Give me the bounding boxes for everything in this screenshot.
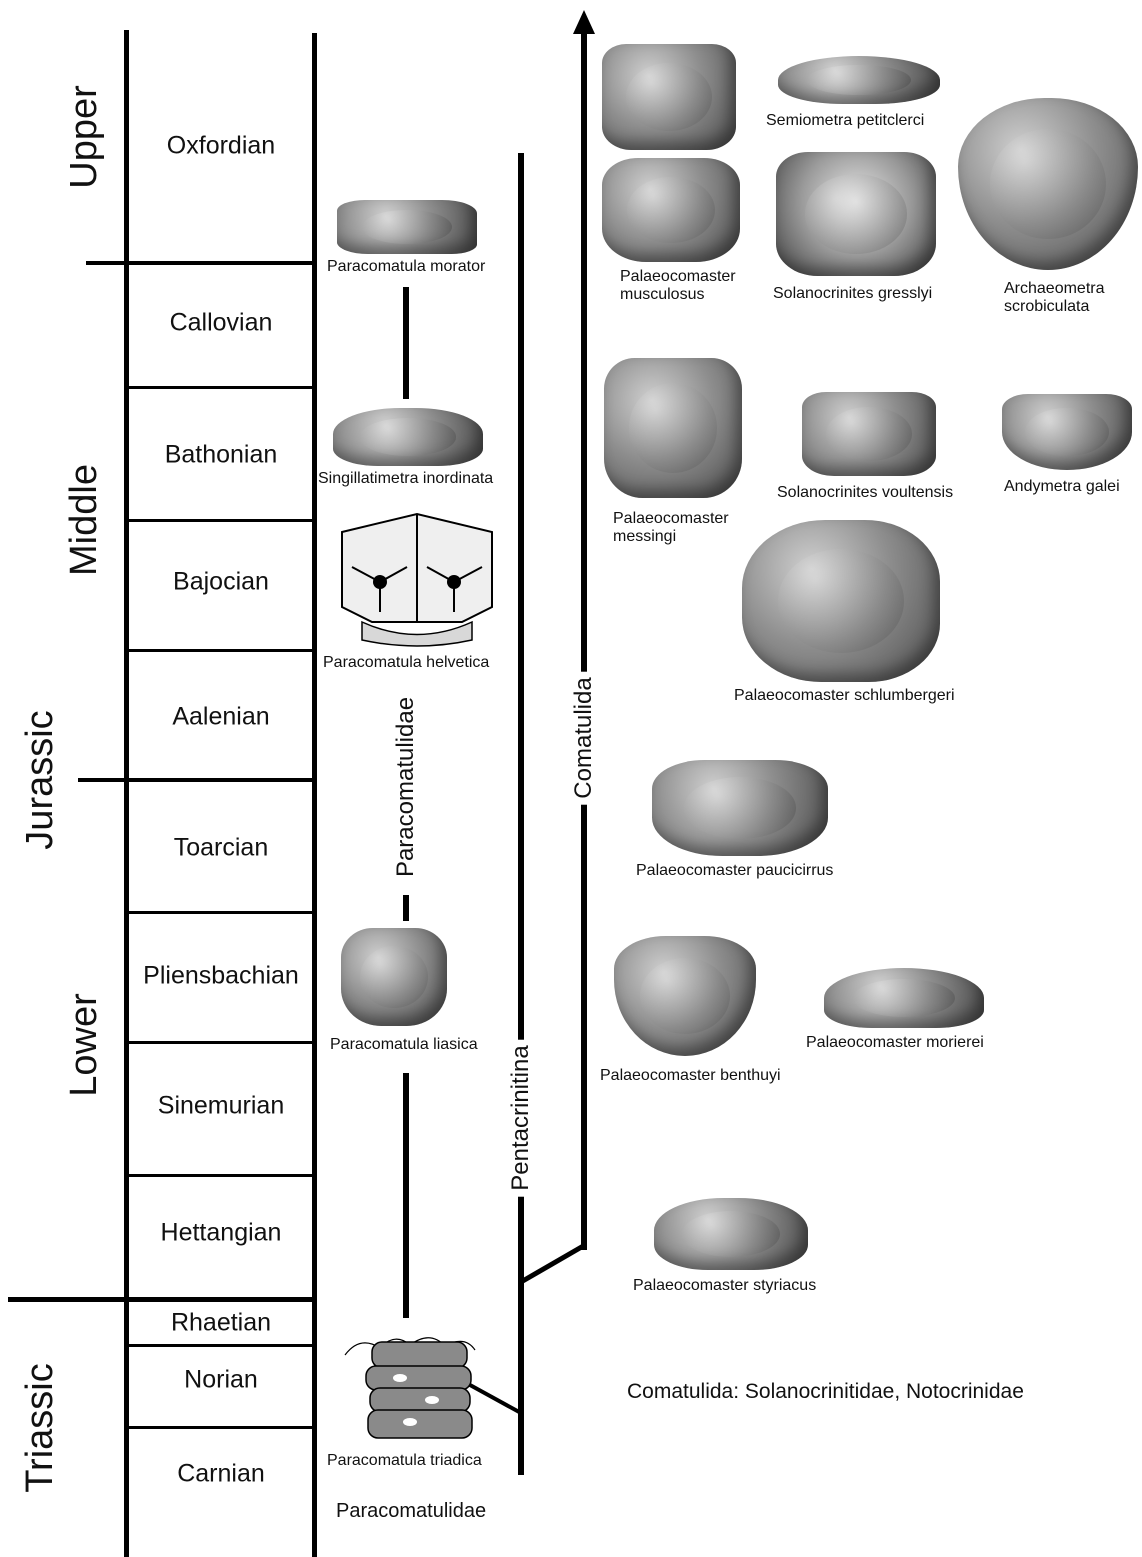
- boundary-upper-middle: [86, 261, 317, 265]
- footnote-comatulida-families: Comatulida: Solanocrinitidae, Notocrinid…: [627, 1380, 1024, 1404]
- range-bar-paracomatulidae-segment: [403, 895, 409, 921]
- stage-bathonian: Bathonian: [128, 443, 314, 468]
- fossil-solanocrinites-voultensis: [802, 392, 936, 476]
- boundary-rhaetian-norian: [126, 1344, 316, 1347]
- stage-hettangian: Hettangian: [128, 1221, 314, 1246]
- caption-andymetra-galei: Andymetra galei: [1004, 478, 1120, 496]
- clade-label-pentacrinitina: Pentacrinitina: [509, 1039, 533, 1196]
- stage-carnian: Carnian: [128, 1462, 314, 1487]
- stage-callovian: Callovian: [128, 311, 314, 336]
- boundary-bathonian-bajocian: [126, 519, 316, 522]
- stage-pliensbachian: Pliensbachian: [128, 964, 314, 989]
- period-label-jurassic: Jurassic: [21, 710, 59, 849]
- caption-palaeocomaster-schlumbergeri: Palaeocomaster schlumbergeri: [734, 687, 955, 705]
- boundary-middle-lower: [78, 778, 317, 782]
- caption-palaeocomaster-morierei: Palaeocomaster morierei: [806, 1034, 984, 1052]
- boundary-norian-carnian: [126, 1426, 316, 1429]
- fossil-palaeocomaster-messingi: [604, 358, 742, 498]
- stage-rhaetian: Rhaetian: [128, 1311, 314, 1336]
- range-bar-liasica-triadica: [403, 1073, 409, 1318]
- clade-label-paracomatulidae-bottom: Paracomatulidae: [336, 1500, 486, 1523]
- caption-archaeometra-scrobiculata-line1: Archaeometra: [1004, 280, 1105, 297]
- caption-singillatimetra-inordinata: Singillatimetra inordinata: [318, 470, 493, 488]
- fossil-paracomatula-liasica: [341, 928, 447, 1026]
- boundary-sinemurian-hettangian: [126, 1174, 316, 1177]
- fossil-solanocrinites-gresslyi: [776, 152, 936, 276]
- branch-pentacrinitina-comatulida: [521, 1245, 585, 1282]
- lineage-pentacrinitina: [518, 153, 524, 1475]
- caption-palaeocomaster-messingi-line2: messingi: [613, 528, 676, 545]
- period-label-triassic: Triassic: [21, 1363, 59, 1492]
- fossil-paracomatula-morator: [337, 200, 477, 254]
- caption-archaeometra-scrobiculata-line2: scrobiculata: [1004, 298, 1089, 315]
- caption-palaeocomaster-benthuyi: Palaeocomaster benthuyi: [600, 1067, 781, 1085]
- boundary-pliensbachian-sinemurian: [126, 1041, 316, 1044]
- caption-palaeocomaster-messingi-line1: Palaeocomaster: [613, 510, 729, 527]
- fossil-palaeocomaster-styriacus: [654, 1198, 808, 1270]
- stage-sinemurian: Sinemurian: [128, 1094, 314, 1119]
- stage-aalenian: Aalenian: [128, 705, 314, 730]
- caption-solanocrinites-gresslyi: Solanocrinites gresslyi: [773, 285, 932, 303]
- drawing-paracomatula-helvetica: [332, 512, 502, 647]
- lineage-comatulida: [581, 30, 587, 1250]
- clade-label-comatulida: Comatulida: [572, 671, 596, 804]
- caption-palaeocomaster-musculosus-line2: musculosus: [620, 286, 704, 303]
- epoch-label-upper: Upper: [65, 85, 103, 189]
- range-bar-morator-singillatimetra: [403, 287, 409, 399]
- caption-solanocrinites-voultensis: Solanocrinites voultensis: [777, 484, 953, 502]
- fossil-palaeocomaster-benthuyi: [614, 936, 756, 1056]
- fossil-palaeocomaster-morierei: [824, 968, 984, 1028]
- caption-paracomatula-triadica: Paracomatula triadica: [327, 1452, 482, 1470]
- caption-palaeocomaster-paucicirrus: Palaeocomaster paucicirrus: [636, 862, 833, 880]
- stage-oxfordian: Oxfordian: [128, 134, 314, 159]
- caption-paracomatula-morator: Paracomatula morator: [327, 258, 485, 276]
- fossil-andymetra-galei: [1002, 394, 1132, 470]
- fossil-semiometra-petitclerci-top: [602, 44, 736, 150]
- boundary-toarcian-pliensbachian: [126, 911, 316, 914]
- fossil-palaeocomaster-musculosus: [602, 158, 740, 262]
- caption-semiometra-petitclerci: Semiometra petitclerci: [766, 112, 924, 130]
- boundary-jurassic-triassic: [8, 1297, 317, 1302]
- drawing-paracomatula-triadica: [340, 1330, 480, 1445]
- epoch-label-lower: Lower: [65, 993, 103, 1097]
- epoch-label-middle: Middle: [65, 464, 103, 576]
- caption-palaeocomaster-styriacus: Palaeocomaster styriacus: [633, 1277, 816, 1295]
- boundary-bajocian-aalenian: [126, 649, 316, 652]
- fossil-singillatimetra-inordinata: [333, 408, 483, 466]
- stage-bajocian: Bajocian: [128, 570, 314, 595]
- clade-label-paracomatulidae: Paracomatulidae: [394, 691, 418, 883]
- caption-palaeocomaster-musculosus-line1: Palaeocomaster: [620, 268, 736, 285]
- caption-paracomatula-liasica: Paracomatula liasica: [330, 1036, 478, 1054]
- stage-norian: Norian: [128, 1368, 314, 1393]
- fossil-palaeocomaster-schlumbergeri: [742, 520, 940, 682]
- caption-paracomatula-helvetica: Paracomatula helvetica: [323, 654, 489, 672]
- fossil-palaeocomaster-paucicirrus: [652, 760, 828, 856]
- fossil-archaeometra-scrobiculata: [958, 98, 1138, 270]
- fossil-semiometra-petitclerci: [778, 56, 940, 104]
- stage-toarcian: Toarcian: [128, 836, 314, 861]
- boundary-callovian-bathonian: [126, 386, 316, 389]
